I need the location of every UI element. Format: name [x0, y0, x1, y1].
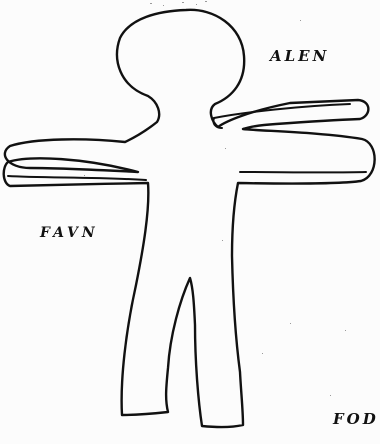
left-arm-inner-line: [8, 176, 146, 180]
right-arm-inner-line: [214, 104, 350, 118]
label-fathom: FAVN: [40, 225, 99, 241]
label-arm: ALEN: [270, 47, 329, 65]
label-foot: FOD: [333, 410, 379, 428]
body-outline: [4, 10, 375, 427]
